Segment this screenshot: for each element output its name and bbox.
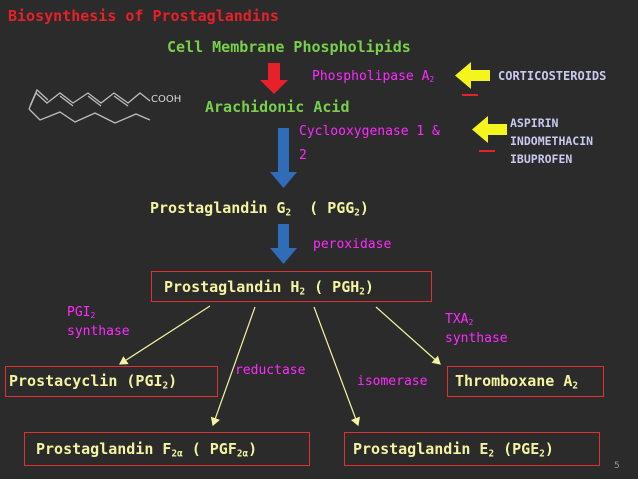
cell-membrane-label: Cell Membrane Phospholipids — [167, 38, 411, 56]
phospholipase-label: Phospholipase A2 — [312, 69, 435, 84]
pge2-label: Prostaglandin E2 (PGE2) — [353, 440, 554, 460]
yellow-arrow-corticosteroids — [455, 62, 490, 89]
reductase-label: reductase — [235, 363, 306, 378]
thromboxane-box — [447, 366, 604, 397]
arrow-to-pge2 — [313, 306, 360, 427]
nsaid-aspirin: ASPIRIN — [510, 116, 559, 130]
arachidonic-acid-label: Arachidonic Acid — [205, 98, 350, 116]
pge2-box — [344, 432, 600, 466]
pgi2-synthase-line1: PGI2 — [67, 305, 96, 320]
txa2-synthase-line1: TXA2 — [445, 312, 474, 327]
pgh2-label: Prostaglandin H2 ( PGH2) — [164, 278, 374, 298]
pgh2-box — [151, 271, 432, 302]
pgf2a-box — [24, 432, 310, 466]
cyclooxygenase-line1: Cyclooxygenase 1 & — [299, 124, 440, 139]
arrow-to-prostacyclin — [118, 305, 211, 365]
arrow-to-thromboxane — [375, 306, 441, 365]
isomerase-label: isomerase — [357, 374, 428, 389]
pgi2-synthase-line2: synthase — [67, 324, 130, 339]
pgg2-label: Prostaglandin G2 ( PGG2) — [150, 199, 369, 219]
yellow-arrow-nsaids — [472, 116, 507, 143]
prostacyclin-box — [5, 366, 218, 397]
blue-arrow-1 — [270, 128, 297, 188]
pgf2a-label: Prostaglandin F2α ( PGF2α) — [36, 440, 258, 460]
peroxidase-label: peroxidase — [313, 237, 392, 252]
arrow-to-pgf2a — [210, 306, 256, 427]
thromboxane-label: Thromboxane A2 — [455, 372, 579, 392]
page-number: 5 — [614, 461, 620, 471]
blue-arrow-2 — [270, 224, 297, 264]
corticosteroids-label: CORTICOSTEROIDS — [498, 69, 607, 83]
cooh-label: COOH — [151, 94, 182, 105]
cyclooxygenase-line2: 2 — [299, 148, 307, 163]
branch-arrows — [118, 305, 441, 427]
nsaid-indomethacin: INDOMETHACIN — [510, 134, 594, 148]
txa2-synthase-line2: synthase — [445, 331, 508, 346]
nsaid-ibuprofen: IBUPROFEN — [510, 152, 573, 166]
arachidonic-structure — [28, 88, 151, 124]
prostacyclin-label: Prostacyclin (PGI2) — [9, 372, 178, 392]
slide-title: Biosynthesis of Prostaglandins — [8, 7, 279, 25]
red-down-arrow — [260, 63, 288, 94]
